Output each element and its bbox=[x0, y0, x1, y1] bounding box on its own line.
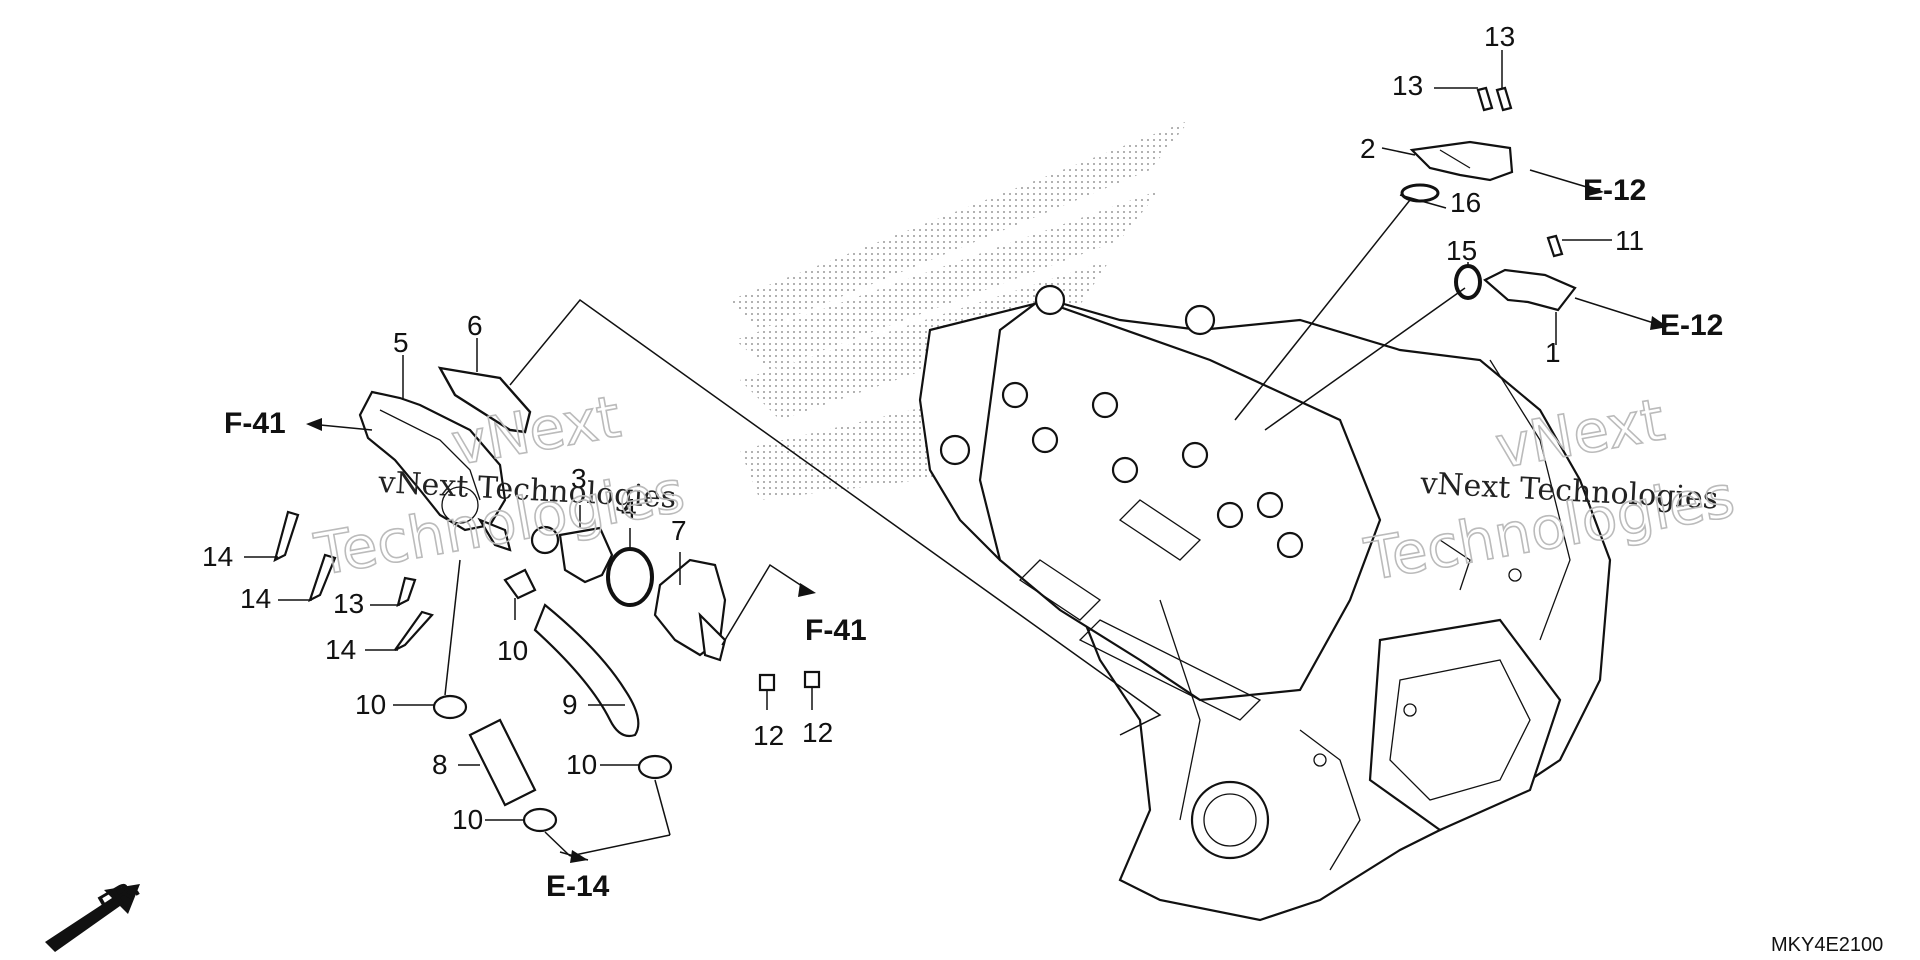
callout-9: 9 bbox=[562, 689, 578, 720]
callout-13-b: 13 bbox=[1484, 21, 1515, 52]
callout-10-d: 10 bbox=[566, 749, 597, 780]
callout-2: 2 bbox=[1360, 133, 1376, 164]
water-pipe-2 bbox=[1409, 86, 1514, 182]
watermark-left-brand: vNext bbox=[447, 382, 626, 478]
callout-7: 7 bbox=[671, 515, 687, 546]
hose-8 bbox=[468, 718, 537, 807]
drawing-code: MKY4E2100 bbox=[1771, 934, 1883, 956]
callout-12-b: 12 bbox=[802, 717, 833, 748]
callout-10-b: 10 bbox=[497, 635, 528, 666]
sleeve-10 bbox=[503, 568, 537, 600]
reference-labels: E-12 E-12 F-41 F-41 E-14 bbox=[224, 174, 1723, 903]
callout-12-a: 12 bbox=[753, 720, 784, 751]
front-direction-arrow: FR. bbox=[45, 872, 144, 952]
reference-e12-upper: E-12 bbox=[1583, 174, 1646, 207]
callout-labels: 13 13 2 16 11 15 1 5 6 3 4 7 14 14 13 14… bbox=[202, 21, 1644, 835]
callout-5: 5 bbox=[393, 327, 409, 358]
callout-4: 4 bbox=[621, 493, 637, 524]
callout-14-a: 14 bbox=[202, 541, 233, 572]
hose-9 bbox=[533, 603, 640, 738]
thermostat-3 bbox=[530, 525, 614, 584]
engine-assembly bbox=[918, 284, 1612, 922]
callout-1: 1 bbox=[1545, 337, 1561, 368]
callout-13-c: 13 bbox=[333, 588, 364, 619]
callout-14-c: 14 bbox=[325, 634, 356, 665]
o-ring-16 bbox=[1400, 183, 1440, 203]
gasket-6 bbox=[437, 366, 532, 434]
reference-e14: E-14 bbox=[546, 870, 610, 903]
water-outlet-7 bbox=[653, 558, 727, 662]
o-ring-4 bbox=[606, 547, 654, 607]
callout-13-a: 13 bbox=[1392, 70, 1423, 101]
reference-f41-right: F-41 bbox=[805, 614, 867, 647]
callout-14-b: 14 bbox=[240, 583, 271, 614]
callout-16: 16 bbox=[1450, 187, 1481, 218]
callout-11: 11 bbox=[1615, 225, 1644, 256]
reference-e12-lower: E-12 bbox=[1660, 309, 1723, 342]
bolts bbox=[273, 510, 821, 692]
arrowheads bbox=[306, 184, 1668, 863]
callout-3: 3 bbox=[571, 463, 587, 494]
hose-clamps bbox=[432, 694, 673, 833]
water-pipe-1 bbox=[1483, 234, 1577, 312]
callout-10-a: 10 bbox=[355, 689, 386, 720]
callout-15: 15 bbox=[1446, 235, 1477, 266]
o-ring-15 bbox=[1454, 264, 1482, 300]
callout-8: 8 bbox=[432, 749, 448, 780]
callout-6: 6 bbox=[467, 310, 483, 341]
callout-10-c: 10 bbox=[452, 804, 483, 835]
reference-f41-left: F-41 bbox=[224, 407, 286, 440]
thermostat-housing-5 bbox=[358, 390, 512, 552]
